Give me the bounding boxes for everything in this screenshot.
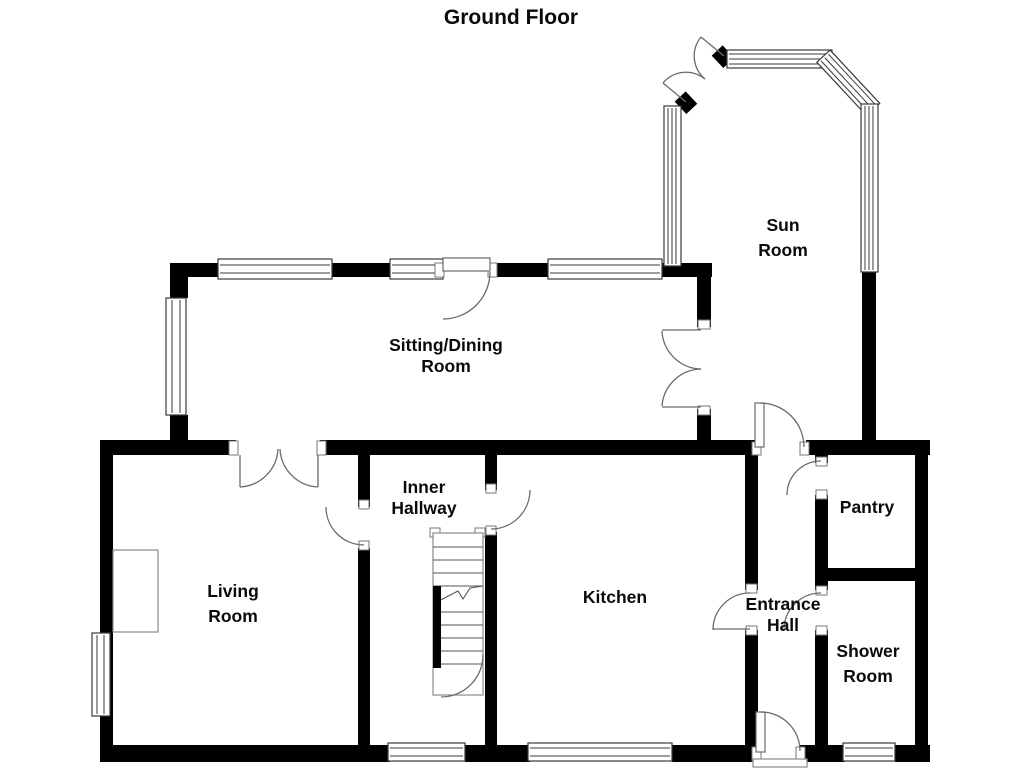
page-title: Ground Floor <box>444 6 578 29</box>
wall-segment <box>697 277 711 327</box>
room-label-line: Living <box>207 581 259 601</box>
room-label-line: Entrance <box>746 594 821 614</box>
wall-segment <box>815 630 828 745</box>
room-label-line: Sitting/Dining <box>389 335 503 355</box>
wall-segment <box>800 745 845 762</box>
room-label-living-room: Living Room <box>207 581 259 626</box>
wall-segment <box>862 270 876 445</box>
wall-segment <box>465 745 530 762</box>
window-sitting-top-1 <box>217 258 333 280</box>
room-label-line: Kitchen <box>583 587 647 607</box>
wall-segment <box>697 409 711 447</box>
wall-segment <box>358 548 370 745</box>
wall-segment <box>745 455 758 590</box>
room-label-line: Pantry <box>840 497 895 517</box>
room-label-inner-hallway: Inner Hallway <box>391 477 456 518</box>
doors <box>239 36 822 768</box>
wall-segment <box>170 415 188 447</box>
wall-segment <box>332 263 390 277</box>
room-label-sun-room: Sun Room <box>758 215 808 260</box>
wall-segment <box>485 455 497 490</box>
door-front-entrance <box>755 711 801 753</box>
door-entrance-sunroom <box>754 402 805 448</box>
door-jambs <box>228 262 828 762</box>
window-sunroom-left <box>663 105 682 267</box>
wall-segment <box>170 263 188 298</box>
window-shower-bottom <box>842 742 896 762</box>
walls <box>100 45 930 762</box>
room-label-kitchen: Kitchen <box>583 587 647 607</box>
wall-segment <box>806 440 930 455</box>
door-entrance-shower <box>783 592 822 631</box>
room-label-sitting-dining-room: Sitting/Dining Room <box>389 335 503 376</box>
windows <box>91 49 896 762</box>
wall-segment <box>915 440 928 762</box>
wall-segment <box>490 263 548 277</box>
door-living-hallway <box>325 506 365 546</box>
wall-segment <box>320 440 757 455</box>
room-label-pantry: Pantry <box>840 497 895 517</box>
wall-segment <box>485 532 497 745</box>
door-kitchen-entrance <box>712 592 751 631</box>
window-sunroom-right <box>860 103 879 273</box>
room-label-line: Room <box>208 606 258 626</box>
wall-segment <box>815 495 828 590</box>
room-label-line: Inner <box>403 477 446 497</box>
wall-segment <box>824 568 916 581</box>
window-sitting-top-3 <box>547 258 663 280</box>
front-door-step <box>752 758 808 768</box>
door-sitting-sunroom-double <box>661 329 702 408</box>
room-label-line: Hallway <box>391 498 456 518</box>
wall-segment <box>100 440 236 455</box>
window-sunroom-diagonal <box>815 49 881 117</box>
window-living-left <box>91 632 111 717</box>
wall-segment <box>358 455 370 507</box>
door-living-sitting-double <box>239 448 319 488</box>
room-label-line: Sun <box>766 215 799 235</box>
door-hallway-kitchen <box>490 489 531 530</box>
door-sunroom-patio-double <box>662 36 725 103</box>
wall-segment <box>745 630 758 745</box>
room-label-line: Hall <box>767 615 799 635</box>
window-kitchen-bottom <box>527 742 673 762</box>
wall-segment <box>672 745 758 762</box>
chimney-breast <box>112 549 159 633</box>
wall-segment <box>100 745 390 762</box>
staircase <box>432 532 484 698</box>
window-hallway-bottom <box>387 742 466 762</box>
room-label-line: Room <box>421 356 471 376</box>
room-label-line: Shower <box>836 641 899 661</box>
door-entrance-pantry <box>786 460 822 496</box>
door-sitting-top <box>442 257 491 320</box>
window-sitting-left <box>165 297 187 416</box>
room-label-entrance-hall: Entrance Hall <box>746 594 821 635</box>
room-label-line: Room <box>843 666 893 686</box>
room-label-shower-room: Shower Room <box>836 641 899 686</box>
room-label-line: Room <box>758 240 808 260</box>
window-sunroom-top <box>726 49 833 69</box>
